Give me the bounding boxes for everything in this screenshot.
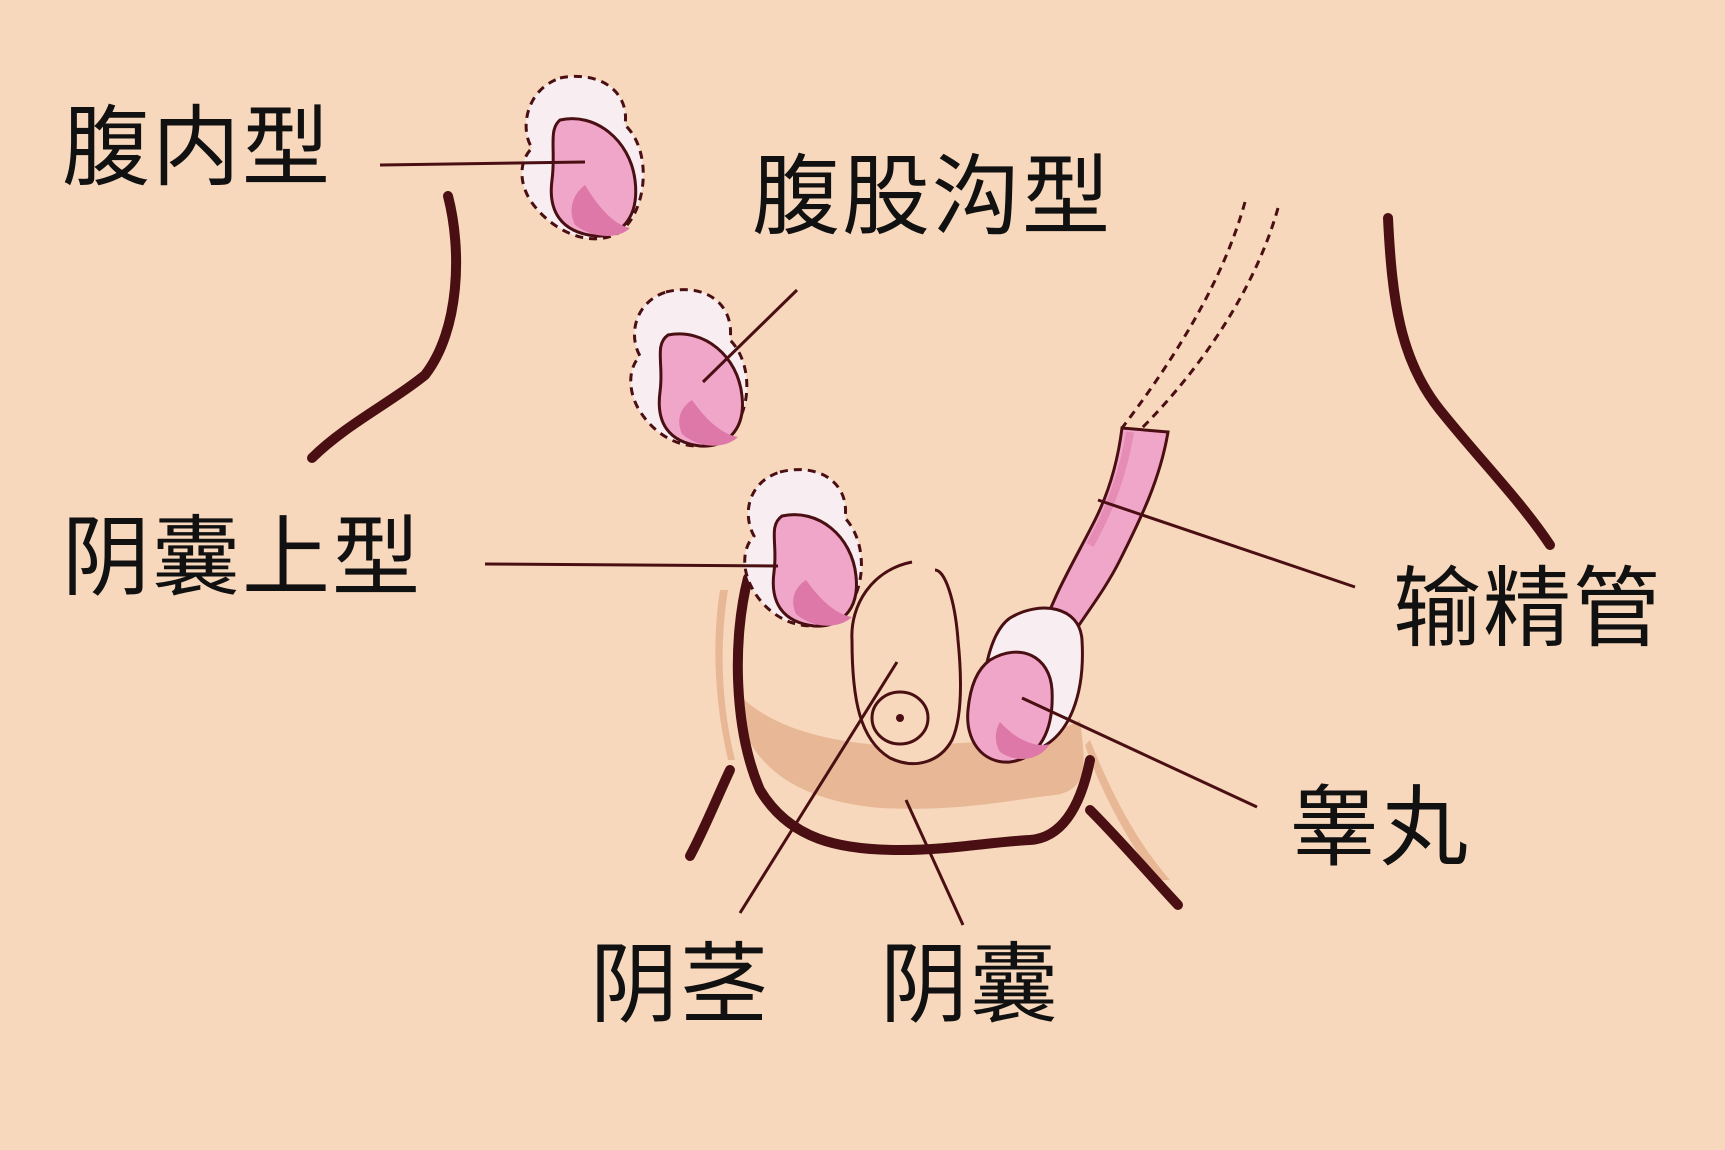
label-penis: 阴茎 — [590, 933, 771, 1036]
testis-abdominal — [520, 74, 645, 241]
label-testis: 睾丸 — [1290, 776, 1471, 879]
leader-suprascrotal — [484, 562, 779, 568]
leader-abdominal — [379, 160, 586, 167]
leader-penis — [738, 661, 899, 914]
penis-outline — [850, 560, 962, 766]
urethral-meatus-dot — [896, 714, 904, 722]
label-abdominal: 腹内型 — [62, 96, 333, 199]
label-scrotum: 阴囊 — [880, 933, 1061, 1036]
left-body-contour — [307, 191, 462, 463]
leader-inguinal — [701, 288, 799, 384]
testis-suprascrotal — [743, 468, 863, 628]
leader-scrotum — [904, 799, 965, 926]
vas-dashed-upper-1 — [1138, 207, 1280, 432]
right-thigh-line — [1085, 805, 1183, 910]
leader-vas-deferens — [1097, 498, 1356, 589]
left-thigh-line — [685, 765, 735, 861]
thigh-fill-right — [1085, 740, 1170, 880]
thigh-fill-left — [715, 590, 735, 760]
testis-normal — [966, 606, 1084, 764]
label-inguinal: 腹股沟型 — [752, 145, 1113, 248]
leader-testis — [1021, 696, 1258, 809]
right-body-contour — [1383, 213, 1555, 550]
label-suprascrotal: 阴囊上型 — [62, 506, 423, 609]
vas-dashed-upper-2 — [1120, 201, 1247, 429]
label-vas-deferens: 输精管 — [1393, 557, 1664, 660]
urethral-meatus-ring — [870, 690, 930, 746]
scrotum-outline — [732, 573, 1095, 856]
